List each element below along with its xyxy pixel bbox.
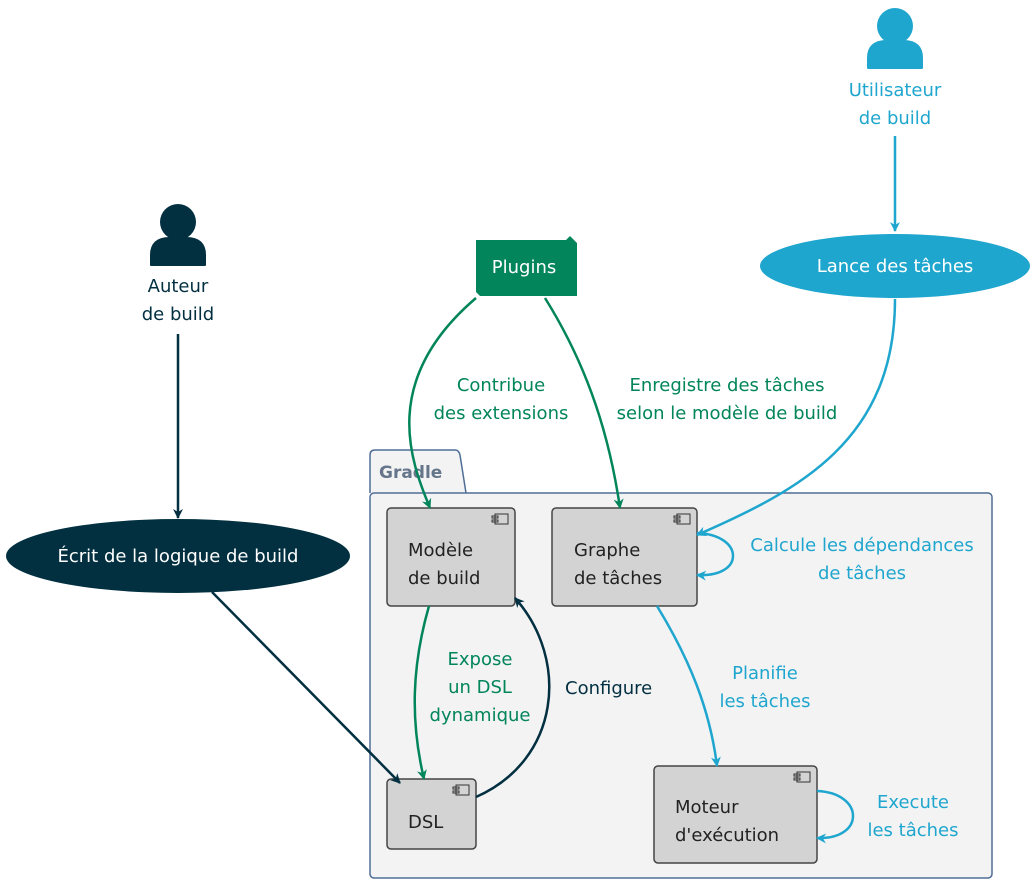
edge-label-line2: un DSL — [448, 677, 512, 698]
usecase-run-tasks: Lance des tâches — [760, 234, 1030, 298]
edge-task-graph-to-engine — [655, 605, 721, 767]
component-label-line2: de tâches — [574, 568, 662, 589]
person-icon — [867, 8, 923, 69]
edge-label-line2: les tâches — [867, 820, 958, 841]
usecase-label: Lance des tâches — [817, 256, 974, 277]
edge-label-line2: les tâches — [719, 691, 810, 712]
edge-write-logic-to-dsl — [211, 591, 401, 784]
person-icon — [150, 204, 206, 266]
component-build-model: Modèle de build — [386, 507, 516, 607]
edge-run-tasks-to-task-graph — [696, 298, 897, 537]
component-icon — [793, 771, 811, 783]
component-icon — [452, 784, 470, 796]
edge-label-line1: Expose — [448, 649, 513, 670]
edge-label-line2: selon le modèle de build — [617, 403, 838, 424]
gradle-package: Gradle — [369, 449, 993, 879]
actor-label-line2: de build — [142, 304, 214, 325]
actor-label-line1: Auteur — [148, 276, 209, 297]
actor-label-line2: de build — [859, 108, 931, 129]
label-executes: Execute les tâches — [867, 792, 958, 841]
component-icon — [491, 513, 509, 525]
usecase-write-logic: Écrit de la logique de build — [6, 519, 350, 593]
actor-build-author: Auteur de build — [142, 204, 214, 325]
component-label-line2: d'exécution — [675, 825, 779, 846]
component-engine: Moteur d'exécution — [653, 765, 818, 864]
actor-label-line1: Utilisateur — [849, 80, 942, 101]
component-icon — [673, 513, 691, 525]
edge-label-line1: Planifie — [732, 663, 798, 684]
label-exposes: Expose un DSL dynamique — [430, 649, 531, 726]
package-title: Gradle — [379, 463, 442, 483]
edge-plugins-to-build-model — [408, 297, 477, 509]
edge-task-graph-self — [696, 531, 735, 581]
component-label-line1: Moteur — [675, 797, 739, 818]
package-body — [369, 492, 993, 879]
edge-dsl-to-build-model — [475, 597, 551, 799]
edge-label-line1: Calcule les dépendances — [750, 535, 974, 556]
edge-label-line1: Execute — [877, 792, 949, 813]
package-tab — [369, 449, 467, 494]
label-contributes: Contribue des extensions — [434, 375, 569, 424]
actor-build-user: Utilisateur de build — [849, 8, 942, 129]
label-configures: Configure — [565, 678, 652, 699]
folder-icon — [476, 236, 577, 296]
component-dsl: DSL — [386, 778, 477, 850]
plugins-node: Plugins — [476, 236, 577, 296]
edge-build-model-to-dsl — [413, 605, 431, 780]
edge-label-line2: de tâches — [818, 563, 906, 584]
edge-label-line1: Contribue — [457, 375, 545, 396]
plugins-label: Plugins — [492, 257, 556, 278]
edge-label-line3: dynamique — [430, 705, 531, 726]
edge-plugins-to-task-graph — [543, 297, 624, 509]
label-schedules: Planifie les tâches — [719, 663, 810, 712]
component-task-graph: Graphe de tâches — [551, 507, 698, 607]
component-label-line1: DSL — [408, 812, 443, 833]
edge-label-line1: Configure — [565, 678, 652, 699]
label-registers: Enregistre des tâches selon le modèle de… — [617, 375, 838, 424]
label-computes: Calcule les dépendances de tâches — [750, 535, 974, 584]
edge-label-line1: Enregistre des tâches — [630, 375, 825, 396]
edge-engine-self — [816, 789, 855, 844]
usecase-label: Écrit de la logique de build — [58, 545, 299, 567]
component-label-line1: Modèle — [408, 540, 473, 561]
component-label-line2: de build — [408, 568, 480, 589]
edge-label-line2: des extensions — [434, 403, 569, 424]
component-label-line1: Graphe — [574, 540, 640, 561]
